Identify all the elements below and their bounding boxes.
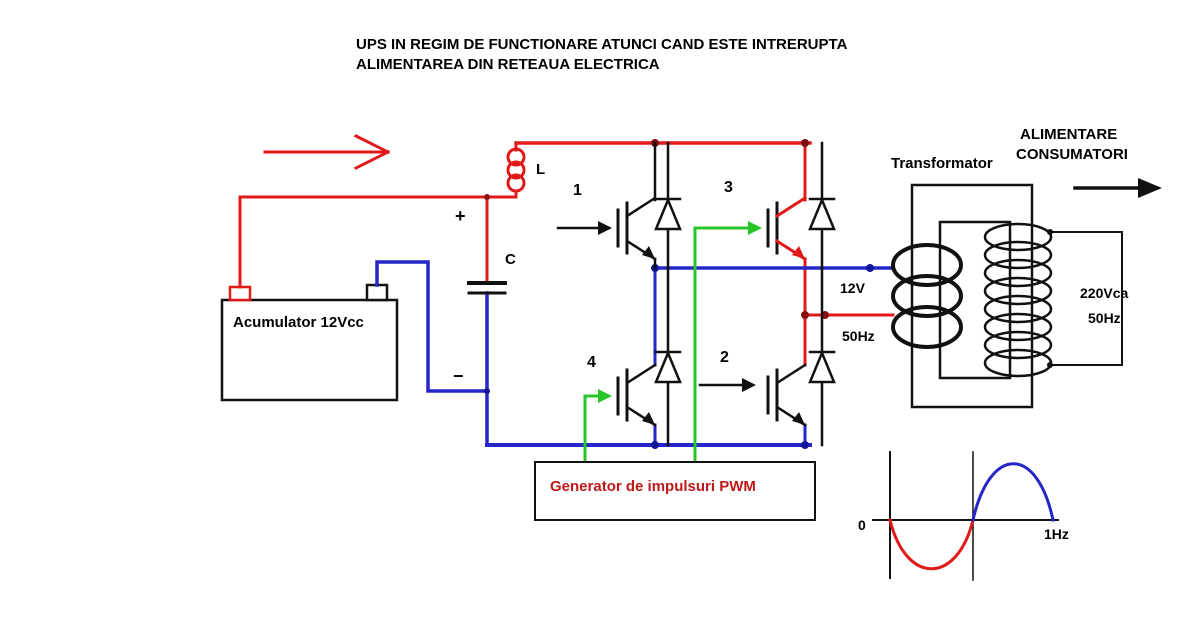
igbt-2: 2 [698,349,807,427]
title-line-1: UPS IN REGIM DE FUNCTIONARE ATUNCI CAND … [356,36,848,53]
output-flow-arrow-icon [1073,178,1162,198]
diagram-title: UPS IN REGIM DE FUNCTIONARE ATUNCI CAND … [356,36,848,73]
gate-arrow-icon [748,221,762,235]
gate-arrow-icon [742,378,756,392]
igbt-4: 4 [587,354,657,427]
output-heading-line-2: CONSUMATORI [1016,146,1128,163]
diode-4 [654,266,682,447]
emitter-arrow-icon [642,412,655,425]
primary-frequency-label: 50Hz [842,328,875,344]
junction-dot [651,441,659,449]
junction-dot [866,264,874,272]
capacitor-label: C [505,251,516,268]
output-frequency-label: 50Hz [1088,310,1121,326]
diode-3 [808,141,836,317]
battery: Acumulator 12Vcc [220,283,399,402]
battery-label: Acumulator 12Vcc [233,314,364,331]
inductor: L [506,147,545,193]
gate-arrow-icon [598,221,612,235]
title-line-2: ALIMENTAREA DIN RETEAUA ELECTRICA [356,56,660,73]
transformer-label: Transformator [891,155,993,172]
junction-dot [801,441,809,449]
plus-polarity-label: + [455,206,466,226]
gate-arrow-icon [598,389,612,403]
emitter-arrow-icon [792,412,805,425]
output-heading-line-1: ALIMENTARE [1020,126,1117,143]
junction-dot [801,311,809,319]
waveform-origin-label: 0 [858,517,866,533]
igbt-3-label: 3 [724,179,733,196]
battery-negative-terminal [365,283,389,302]
emitter-arrow-icon [792,246,805,259]
igbt-1-label: 1 [573,182,582,199]
pwm-generator-label: Generator de impulsuri PWM [550,478,756,495]
input-flow-arrow-icon [263,133,391,171]
igbt-2-label: 2 [720,349,729,366]
igbt-3: 3 [724,179,808,262]
secondary-winding [983,222,1053,378]
igbt-4-label: 4 [587,354,596,371]
battery-positive-terminal [228,285,252,302]
output-section: ALIMENTARE CONSUMATORI 220Vca 50Hz [1016,126,1162,368]
igbt-1: 1 [556,141,657,270]
minus-polarity-label: − [453,366,464,386]
waveform-frequency-label: 1Hz [1044,526,1069,542]
transformer-core [938,220,1012,380]
waveform-plot: 0 1Hz [858,451,1069,581]
pwm-generator: Generator de impulsuri PWM [534,461,816,521]
junction-dot [801,139,809,147]
positive-halfwave [971,462,1055,522]
capacitor: C + − [453,206,516,386]
emitter-arrow-icon [642,246,655,259]
primary-winding [891,243,963,349]
output-voltage-label: 220Vca [1080,285,1128,301]
diode-1 [654,141,682,270]
negative-halfwave [888,518,975,571]
load-wires [1049,231,1123,366]
positive-dc-wiring [238,139,895,367]
transformer: Transformator 12V 50Hz [840,155,1053,409]
inductor-label: L [536,161,545,178]
pwm-gate-wiring [583,221,762,464]
negative-dc-wiring [375,260,895,449]
diode-2 [808,313,836,447]
primary-voltage-label: 12V [840,280,866,296]
